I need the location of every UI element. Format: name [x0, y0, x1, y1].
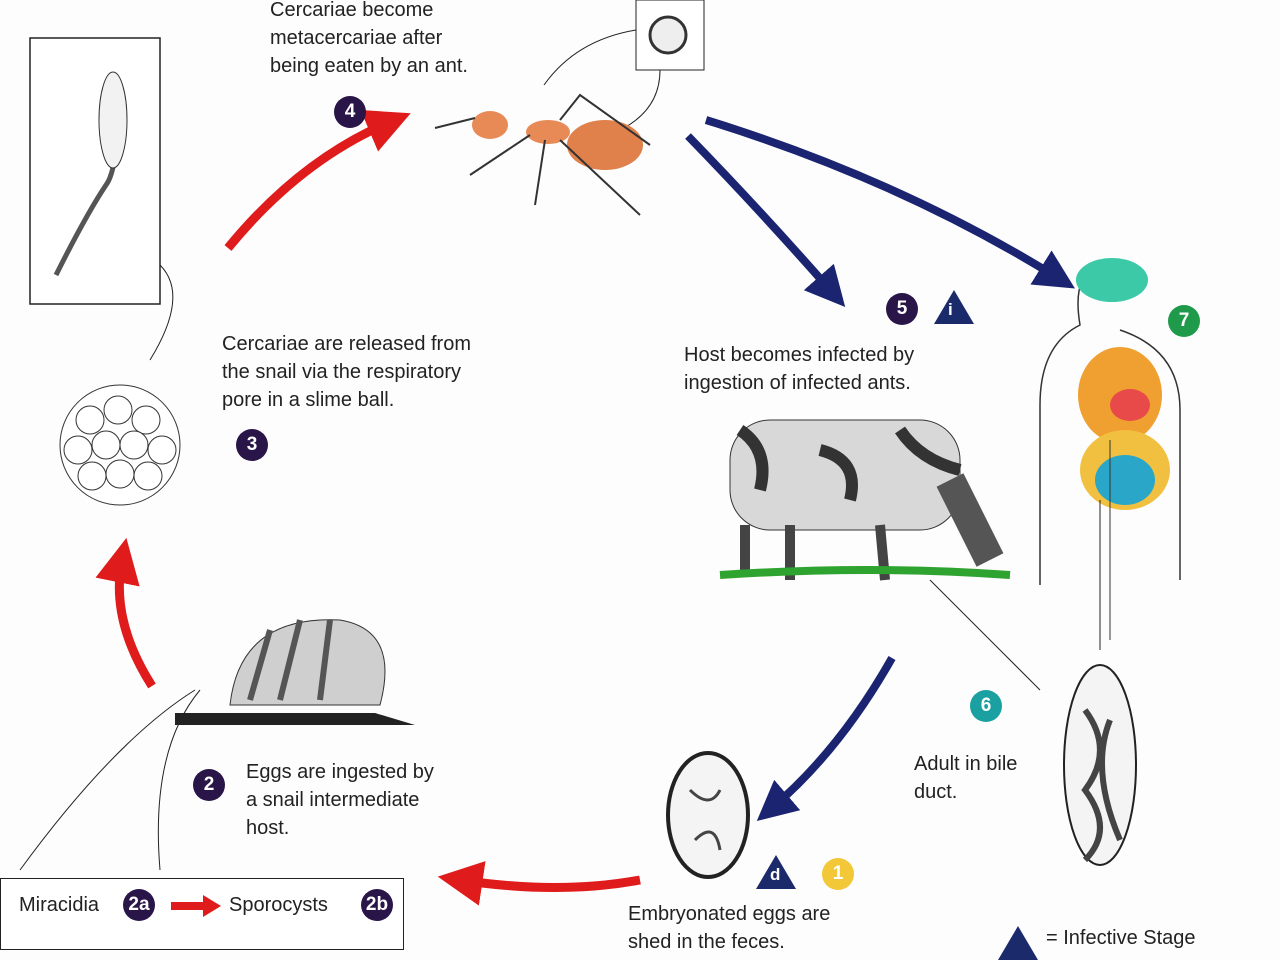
step5-line2: ingestion of infected ants.	[684, 372, 911, 394]
badge-5: 5	[886, 293, 918, 325]
red-arrow-icon	[171, 895, 221, 917]
diagnostic-stage-triangle-i: i	[934, 290, 974, 324]
arrow-4-to-7	[704, 116, 1075, 289]
step4-line2: metacercariae after	[270, 27, 443, 49]
ant	[434, 93, 651, 216]
human-host	[1039, 258, 1181, 640]
step3-line1: Cercariae are released from	[222, 333, 471, 355]
badge-1: 1	[822, 858, 854, 890]
step2-line1: Eggs are ingested by	[246, 761, 434, 783]
diagnostic-stage-triangle-d: d	[756, 855, 796, 889]
arrow-3-to-4	[224, 110, 411, 251]
badge-3: 3	[236, 429, 268, 461]
infective-stage-legend-triangle	[998, 926, 1038, 960]
step2-line3: host.	[246, 817, 290, 839]
miracidia-label: Miracidia	[19, 894, 100, 916]
step6-description: Adult in bile duct.	[914, 750, 1017, 806]
step4-line3: being eaten by an ant.	[270, 55, 468, 77]
step2-description: Eggs are ingested by a snail intermediat…	[246, 758, 434, 842]
triangle-d-label: d	[770, 865, 781, 884]
step1-line1: Embryonated eggs are	[628, 903, 831, 925]
badge-7: 7	[1168, 305, 1200, 337]
arrow-2-to-3	[95, 537, 156, 689]
badge-2a: 2a	[123, 889, 155, 921]
badge-2b: 2b	[361, 889, 393, 921]
arrow-1-to-2	[437, 861, 641, 906]
step6-line1: Adult in bile	[914, 753, 1018, 775]
sporocysts-label: Sporocysts	[229, 894, 328, 916]
step1-description: Embryonated eggs are shed in the feces.	[628, 900, 830, 956]
step3-line3: pore in a slime ball.	[222, 389, 395, 411]
step3-description: Cercariae are released from the snail vi…	[222, 330, 471, 414]
step4-description: Cercariae become metacercariae after bei…	[270, 0, 468, 80]
triangle-i-label: i	[948, 300, 953, 319]
step1-line2: shed in the feces.	[628, 931, 785, 953]
badge-4: 4	[334, 96, 366, 128]
step4-line1: Cercariae become	[270, 0, 434, 21]
arrow-4-to-5	[685, 133, 846, 308]
badge-2: 2	[193, 769, 225, 801]
infective-stage-legend: = Infective Stage	[1046, 927, 1196, 949]
snail	[19, 619, 415, 871]
step5-line1: Host becomes infected by	[684, 344, 915, 366]
cow-host	[719, 419, 1041, 691]
slime-ball	[59, 384, 181, 506]
badge-6: 6	[970, 690, 1002, 722]
miracidia-sporocysts-box: Miracidia 2a Sporocysts 2b	[0, 878, 404, 950]
step3-line2: the snail via the respiratory	[222, 361, 462, 383]
step6-line2: duct.	[914, 781, 958, 803]
step5-description: Host becomes infected by ingestion of in…	[684, 341, 914, 397]
arrow-6-to-1	[756, 656, 896, 821]
life-cycle-artwork	[19, 0, 1181, 906]
step2-line2: a snail intermediate	[246, 789, 420, 811]
